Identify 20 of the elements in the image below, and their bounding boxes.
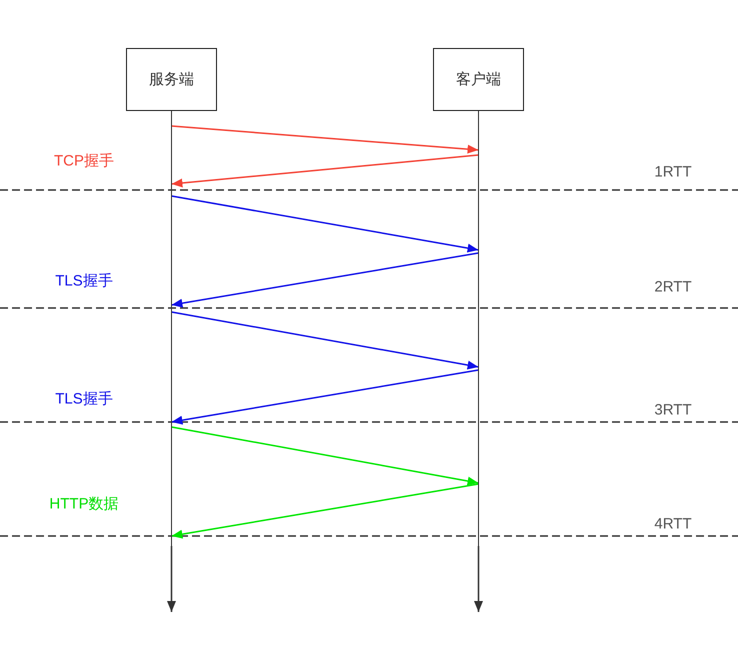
rtt-label: 2RTT — [654, 278, 692, 296]
lifeline-arrow — [474, 546, 483, 612]
message-arrow — [171, 195, 479, 253]
message-arrow — [171, 311, 479, 370]
message-arrow — [171, 369, 479, 425]
lifeline-arrow — [167, 546, 176, 612]
message-arrow — [171, 483, 479, 539]
message-arrow — [171, 125, 479, 154]
message-arrow — [171, 154, 479, 188]
rtt-label: 1RTT — [654, 164, 692, 180]
participant-box: 客户端 — [433, 48, 524, 111]
phase-label: TLS握手 — [55, 272, 113, 290]
participant-box: 服务端 — [126, 48, 217, 111]
rtt-label: 4RTT — [654, 516, 692, 532]
phase-label: HTTP数据 — [49, 494, 119, 514]
phase-label: TCP握手 — [54, 152, 114, 170]
phase-label: TLS握手 — [55, 390, 113, 408]
rtt-label: 3RTT — [654, 402, 692, 418]
message-arrow — [171, 426, 479, 486]
message-arrow — [171, 252, 479, 308]
